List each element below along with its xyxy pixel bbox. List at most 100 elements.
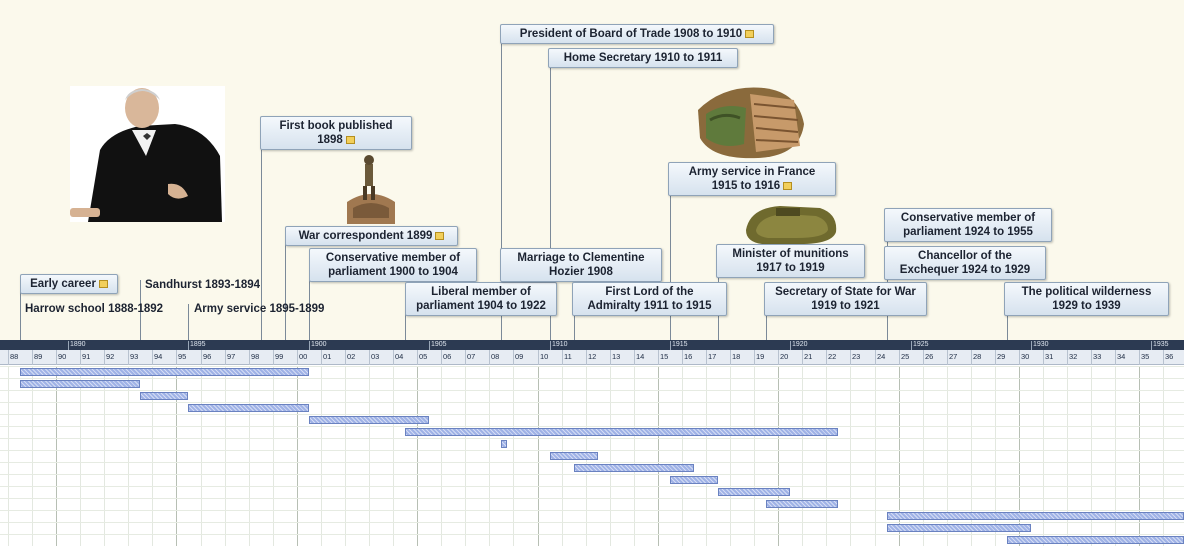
grid-column-line [80,366,81,546]
year-label: 19 [756,352,765,361]
year-tick [201,350,202,365]
grid-column-line [201,366,202,546]
grid-row-line [0,486,1184,487]
grid-row-line [0,450,1184,451]
year-label: 31 [1045,352,1054,361]
decade-label: 1910 [552,341,568,348]
event-early[interactable]: Early career [20,274,118,294]
duration-bar-warsec[interactable] [766,500,838,508]
year-label: 98 [251,352,260,361]
year-tick [682,350,683,365]
grid-column-line [538,366,539,546]
duration-bar-armyfr[interactable] [670,476,718,484]
year-tick [393,350,394,365]
duration-bar-marriage[interactable] [501,440,507,448]
year-label: 06 [443,352,452,361]
note-icon[interactable] [783,182,793,190]
grid-column-line [1163,366,1164,546]
grid-column-line [297,366,298,546]
decade-tick [188,341,189,350]
event-line-home [550,58,551,340]
year-label: 28 [973,352,982,361]
year-label: 30 [1021,352,1030,361]
grid-column-line [971,366,972,546]
time-axis-decades [0,340,1184,350]
event-wilderness[interactable]: The political wilderness 1929 to 1939 [1004,282,1169,316]
event-harrow[interactable]: Harrow school 1888-1892 [25,302,163,316]
event-warcorr[interactable]: War correspondent 1899 [285,226,458,246]
year-tick [176,350,177,365]
duration-bar-wilderness[interactable] [1007,536,1184,544]
event-board[interactable]: President of Board of Trade 1908 to 1910 [500,24,774,44]
duration-bar-early[interactable] [20,368,309,376]
grid-column-line [850,366,851,546]
year-label: 99 [275,352,284,361]
grid-column-line [826,366,827,546]
event-label-line: 1929 to 1939 [1052,300,1121,312]
event-label-line: Marriage to Clementine [517,252,645,264]
grid-row-line [0,534,1184,535]
duration-bar-sandhurst[interactable] [140,392,188,400]
duration-bar-home[interactable] [550,452,598,460]
duration-bar-munitions[interactable] [718,488,790,496]
event-label-line: Hozier 1908 [549,266,613,278]
duration-bar-harrow[interactable] [20,380,140,388]
event-home[interactable]: Home Secretary 1910 to 1911 [548,48,738,68]
grid-row-line [0,498,1184,499]
duration-bar-chancellor[interactable] [887,524,1031,532]
year-label: 88 [10,352,19,361]
event-line-cons1 [309,258,310,340]
year-label: 35 [1141,352,1150,361]
note-icon[interactable] [435,232,445,240]
event-sandhurst[interactable]: Sandhurst 1893-1894 [145,278,260,292]
event-label-line: parliament 1900 to 1904 [328,266,458,278]
note-icon[interactable] [745,30,755,38]
duration-bar-army1[interactable] [188,404,309,412]
year-tick [586,350,587,365]
note-icon[interactable] [98,280,108,288]
grid-column-line [176,366,177,546]
year-tick [610,350,611,365]
gantt-grid [0,366,1184,546]
event-line-warsec [766,292,767,340]
grid-column-line [225,366,226,546]
year-tick [875,350,876,365]
duration-bar-admiralty[interactable] [574,464,694,472]
year-label: 08 [491,352,500,361]
grid-column-line [104,366,105,546]
year-tick [1139,350,1140,365]
event-label-line: Early career [27,277,111,291]
year-label: 24 [877,352,886,361]
grid-column-line [802,366,803,546]
duration-bar-cons2[interactable] [887,512,1184,520]
year-label: 15 [660,352,669,361]
year-label: 10 [540,352,549,361]
duration-bar-liberal[interactable] [405,428,838,436]
event-army1[interactable]: Army service 1895-1899 [194,302,324,316]
year-label: 27 [949,352,958,361]
duration-bar-cons1[interactable] [309,416,429,424]
tank-image [746,206,837,244]
decade-label: 1930 [1033,341,1049,348]
grid-row-line [0,522,1184,523]
year-tick [947,350,948,365]
grid-column-line [947,366,948,546]
event-label-line: 1919 to 1921 [811,300,880,312]
grid-column-line [923,366,924,546]
decade-label: 1890 [70,341,86,348]
grid-column-line [730,366,731,546]
event-label-line: The political wilderness [1021,286,1152,298]
note-icon[interactable] [345,136,355,144]
event-label-line: Exchequer 1924 to 1929 [899,264,1031,276]
year-label: 21 [804,352,813,361]
